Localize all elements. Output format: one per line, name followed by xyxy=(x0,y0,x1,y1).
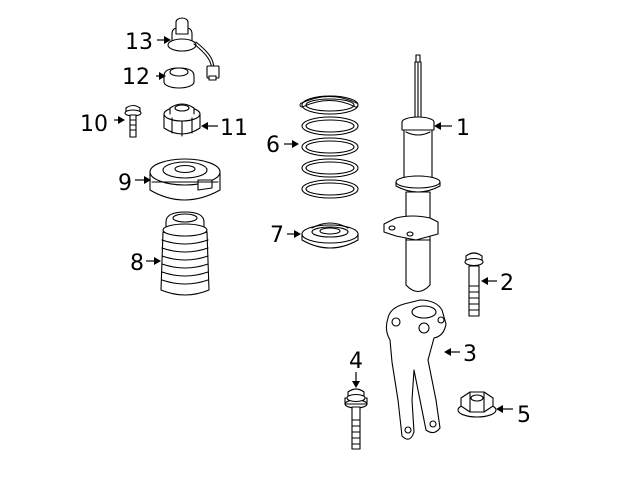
part-6-coil-spring[interactable] xyxy=(299,95,359,199)
callout-label-4: 4 xyxy=(349,349,363,374)
callout-label-5: 5 xyxy=(517,403,531,428)
part-8-dust-boot[interactable] xyxy=(160,211,210,296)
callout-label-6: 6 xyxy=(266,133,280,158)
part-7-spring-seat[interactable] xyxy=(301,222,359,249)
callout-label-1: 1 xyxy=(456,116,470,141)
part-3-fork[interactable] xyxy=(385,299,447,440)
callout-7: 7 xyxy=(270,223,301,248)
callout-label-10: 10 xyxy=(80,112,108,137)
callout-label-11: 11 xyxy=(220,116,248,141)
callout-1: 1 xyxy=(434,116,470,141)
callout-label-13: 13 xyxy=(125,30,153,55)
callout-label-7: 7 xyxy=(270,223,284,248)
part-12-cap[interactable] xyxy=(163,67,195,89)
callout-label-3: 3 xyxy=(463,342,477,367)
callout-8: 8 xyxy=(130,251,161,276)
callout-label-8: 8 xyxy=(130,251,144,276)
callout-4: 4 xyxy=(349,349,363,388)
callout-label-12: 12 xyxy=(122,65,150,90)
part-4-bolt[interactable] xyxy=(344,388,368,450)
callout-3: 3 xyxy=(444,342,477,367)
part-9-strut-mount[interactable] xyxy=(149,158,221,201)
part-5-nut[interactable] xyxy=(457,391,497,418)
callout-5: 5 xyxy=(496,403,531,428)
callout-11: 11 xyxy=(201,116,248,141)
part-1-strut[interactable] xyxy=(383,54,441,293)
callout-6: 6 xyxy=(266,133,299,158)
callout-label-9: 9 xyxy=(118,171,132,196)
part-11-nut[interactable] xyxy=(163,103,201,137)
callout-13: 13 xyxy=(125,30,171,55)
callout-12: 12 xyxy=(122,65,166,90)
callout-2: 2 xyxy=(481,271,514,296)
part-2-bolt[interactable] xyxy=(464,252,484,317)
callout-label-2: 2 xyxy=(500,271,514,296)
part-13-sensor[interactable] xyxy=(167,17,220,81)
callout-9: 9 xyxy=(118,171,151,196)
callout-10: 10 xyxy=(80,112,125,137)
part-10-bolt[interactable] xyxy=(124,104,142,138)
